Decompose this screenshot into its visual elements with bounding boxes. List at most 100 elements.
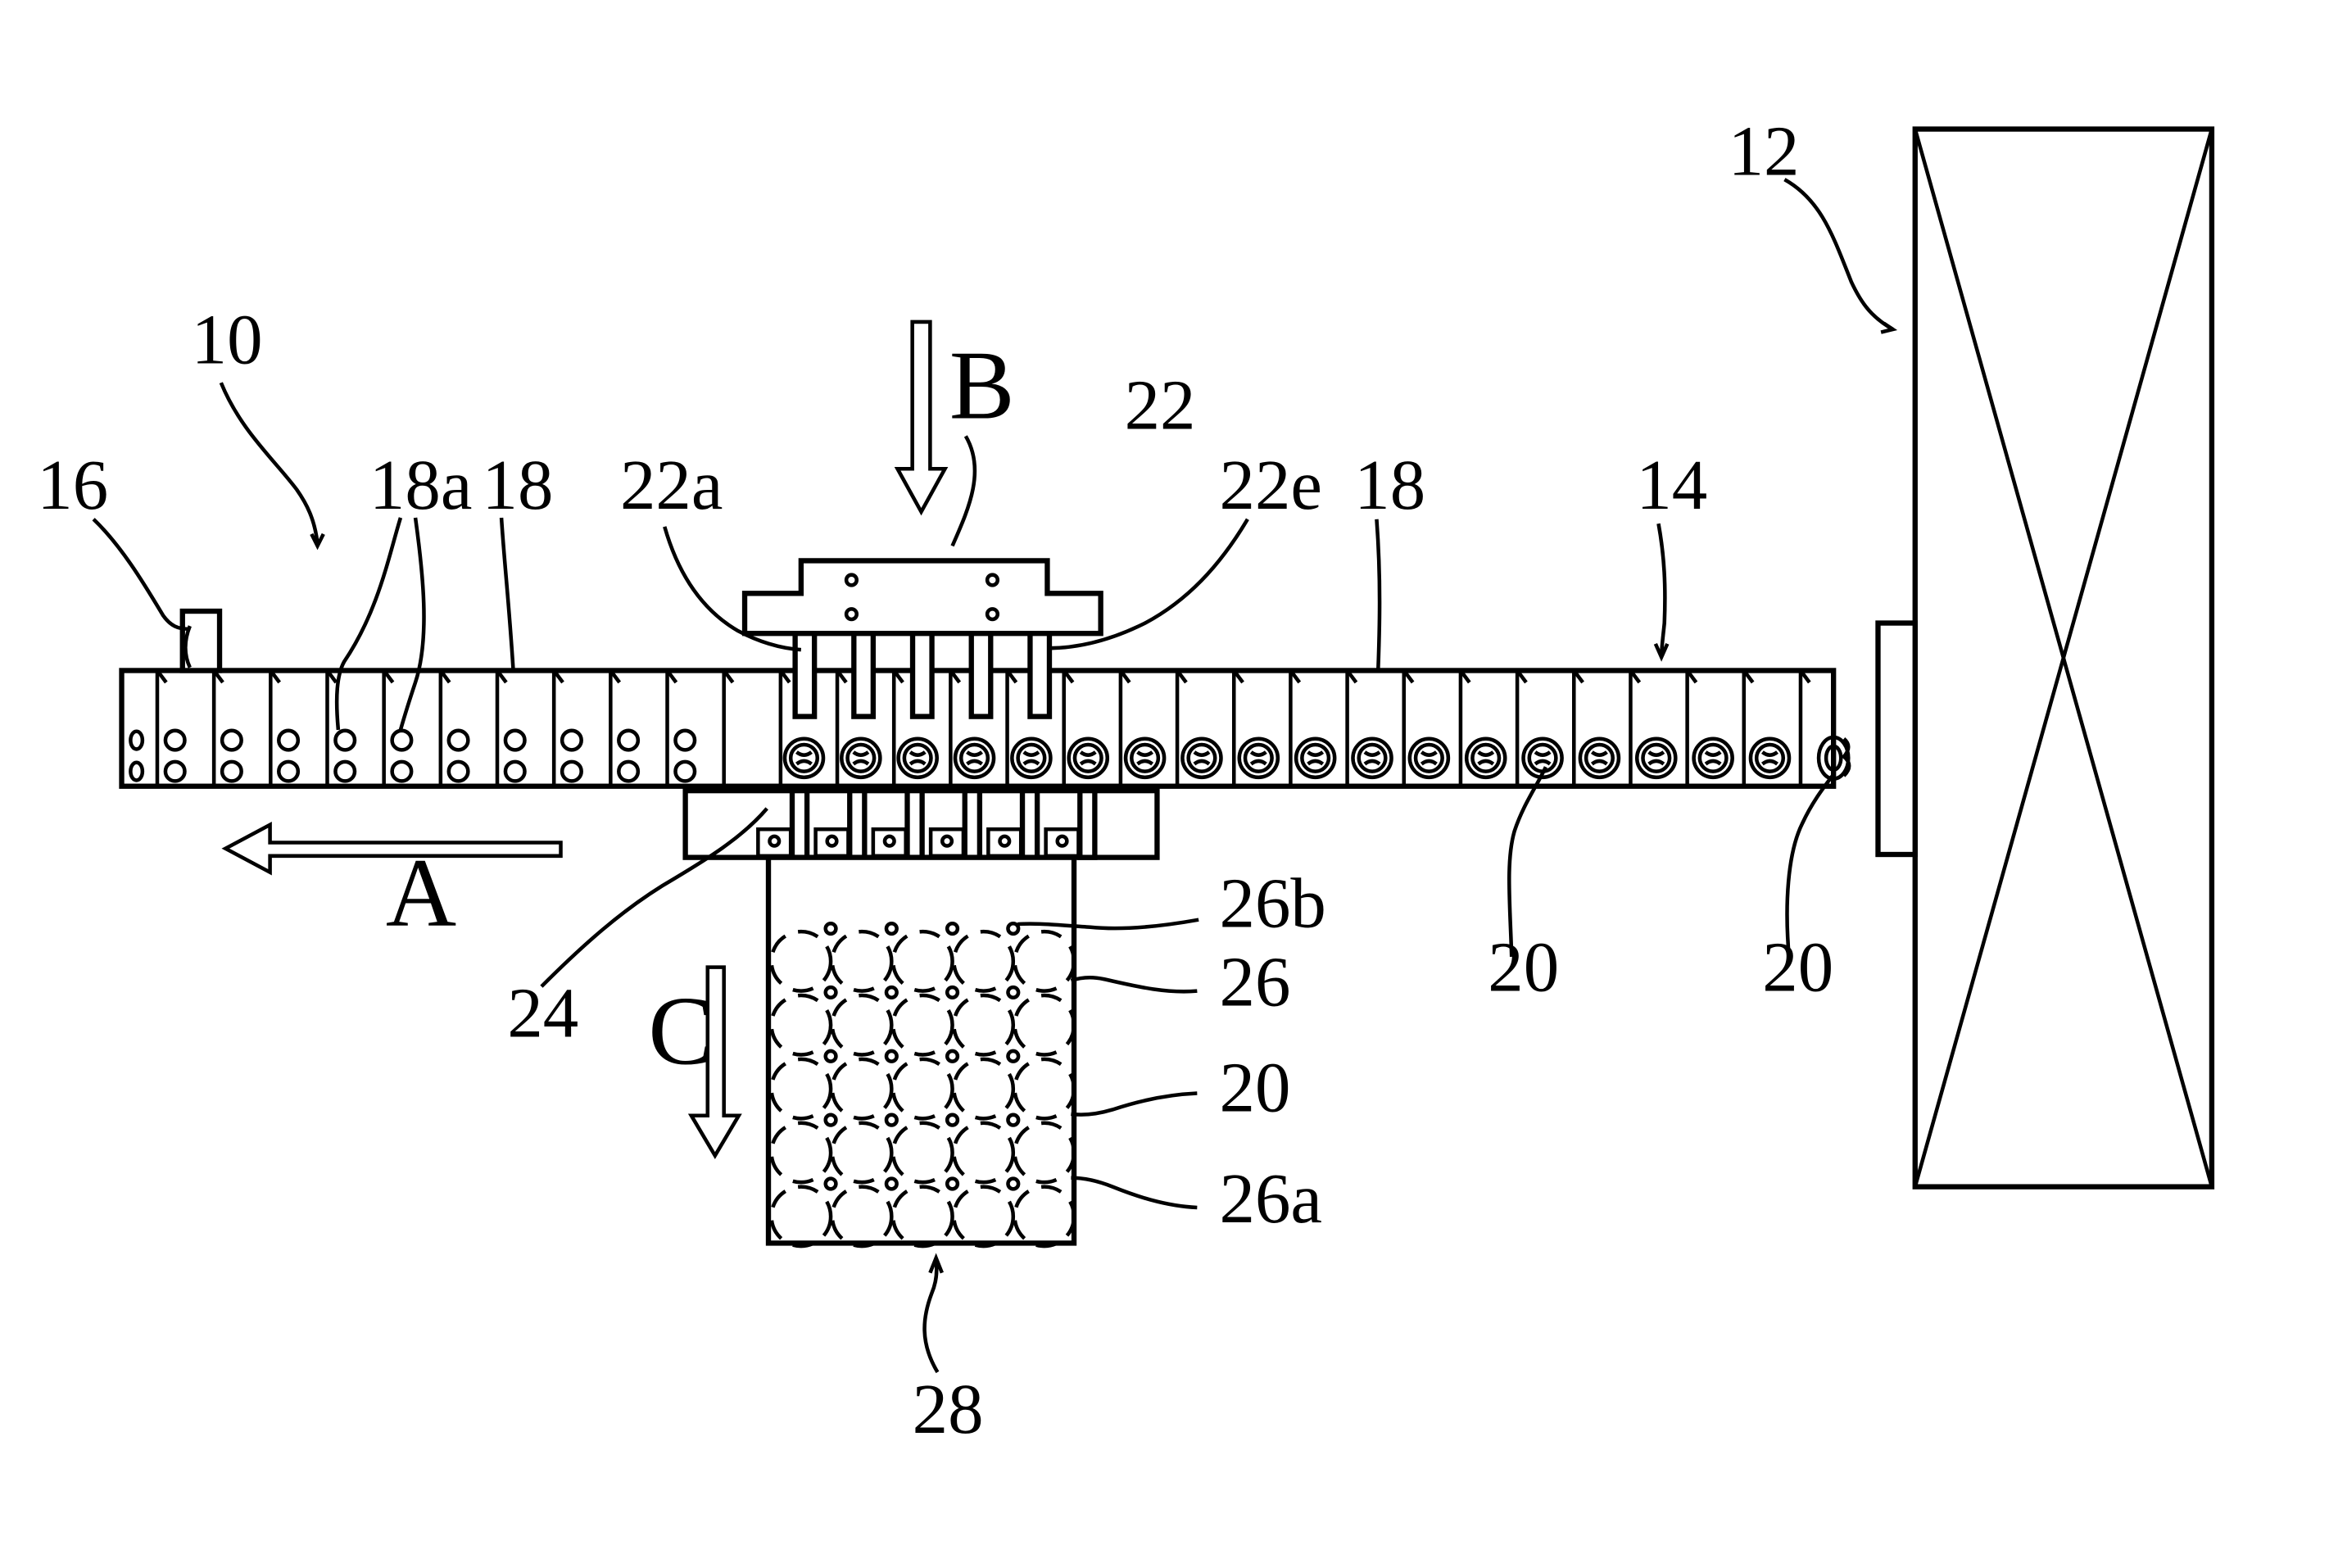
belt-hole	[449, 762, 469, 782]
belt-part-ring	[1245, 745, 1272, 772]
belt-hole	[505, 762, 525, 782]
label-ref-22: 22	[1125, 365, 1196, 444]
belt-part-detail	[1365, 752, 1380, 755]
belt-part-detail	[1535, 761, 1550, 764]
pick-finger	[972, 633, 991, 716]
belt-part-detail	[796, 752, 811, 755]
label-ref-16: 16	[37, 446, 108, 524]
machine-box-12	[1878, 129, 2211, 1187]
belt-part-detail	[1365, 761, 1380, 764]
label-ref-12: 12	[1729, 112, 1800, 191]
belt-hole	[165, 762, 185, 782]
belt-part-detail	[1592, 752, 1606, 755]
belt-part-ring	[1586, 745, 1613, 772]
belt-part-ring	[1416, 745, 1443, 772]
plate-post	[908, 791, 922, 857]
belt-part-detail	[1081, 752, 1095, 755]
belt-part-detail	[910, 761, 925, 764]
belt-part-detail	[1479, 761, 1493, 764]
label-ref-22e: 22e	[1219, 446, 1321, 524]
belt-hole	[335, 762, 355, 782]
belt-hole	[279, 731, 298, 750]
belt-hole	[279, 762, 298, 782]
reference-labels: 12 10 16 18a 18 22a 22 22e 18 14 20 20 2…	[37, 112, 1833, 1449]
belt-hole	[449, 731, 469, 750]
belt-part-ring	[1302, 745, 1329, 772]
belt-part-ring	[791, 745, 818, 772]
pick-finger	[854, 633, 873, 716]
belt-part-ring	[1189, 745, 1216, 772]
belt-part-detail	[1479, 752, 1493, 755]
belt-hole	[618, 731, 638, 750]
belt-hole	[562, 762, 582, 782]
label-ref-20-end: 20	[1762, 928, 1833, 1007]
belt-hole	[675, 762, 695, 782]
arrow-b-icon	[898, 322, 945, 512]
belt-part-ring	[1643, 745, 1670, 772]
label-ref-26: 26	[1219, 943, 1290, 1022]
belt-hole	[392, 731, 412, 750]
label-ref-26a: 26a	[1219, 1159, 1321, 1238]
plate-post	[1080, 791, 1094, 857]
plate-post	[792, 791, 807, 857]
label-ref-26b: 26b	[1219, 864, 1325, 943]
belt-part-detail	[1194, 752, 1209, 755]
belt-part-ring	[1756, 745, 1783, 772]
pick-finger	[795, 633, 815, 716]
belt-part-ring	[1075, 745, 1102, 772]
belt-part-detail	[1649, 752, 1664, 755]
belt-part-ring	[1359, 745, 1386, 772]
label-ref-20-tray: 20	[1219, 1048, 1290, 1126]
belt-part-detail	[854, 752, 868, 755]
belt-hole	[392, 762, 412, 782]
belt-hole	[165, 731, 185, 750]
belt-part-detail	[1081, 761, 1095, 764]
belt-part-ring	[848, 745, 875, 772]
belt-hole	[505, 731, 525, 750]
belt-part-detail	[796, 761, 811, 764]
belt-hole	[222, 762, 242, 782]
belt-part-ring	[1131, 745, 1158, 772]
belt-part-detail	[1421, 761, 1436, 764]
belt-part-detail	[1762, 761, 1777, 764]
belt-part-detail	[1194, 761, 1209, 764]
label-ref-14: 14	[1636, 446, 1707, 524]
belt-part-detail	[910, 752, 925, 755]
belt-hole	[335, 731, 355, 750]
plate-post	[1022, 791, 1037, 857]
label-ref-22a: 22a	[620, 446, 723, 524]
belt-hole	[130, 732, 142, 750]
belt-hole	[675, 731, 695, 750]
belt-part-detail	[1024, 752, 1039, 755]
label-ref-10: 10	[192, 301, 263, 379]
pick-finger	[913, 633, 932, 716]
belt-part-detail	[1706, 752, 1720, 755]
label-ref-24: 24	[507, 974, 578, 1053]
belt-part-detail	[1421, 752, 1436, 755]
pick-head-22	[745, 560, 1101, 716]
plate-post	[965, 791, 980, 857]
label-ref-28: 28	[913, 1370, 984, 1448]
belt-hole	[130, 763, 142, 781]
label-ref-18-right: 18	[1354, 446, 1425, 524]
label-ref-18-left: 18	[483, 446, 554, 524]
label-arrow-a: A	[386, 839, 456, 947]
belt-part-ring	[904, 745, 931, 772]
belt-part-detail	[1649, 761, 1664, 764]
belt-part-detail	[854, 761, 868, 764]
transfer-plate-24	[686, 791, 1158, 857]
tray-28	[768, 858, 1074, 1246]
label-arrow-b: B	[949, 332, 1015, 440]
belt-part-detail	[1592, 761, 1606, 764]
belt-part-detail	[1024, 761, 1039, 764]
belt-part-ring	[1018, 745, 1045, 772]
belt-part-ring	[1472, 745, 1499, 772]
label-ref-20-belt: 20	[1488, 928, 1559, 1007]
belt-part-detail	[1138, 752, 1153, 755]
belt-part-detail	[1251, 761, 1266, 764]
belt-part-detail	[1251, 752, 1266, 755]
belt-hole	[222, 731, 242, 750]
label-arrow-c: C	[648, 977, 714, 1085]
belt-part-detail	[1308, 761, 1323, 764]
belt-part-detail	[1706, 761, 1720, 764]
